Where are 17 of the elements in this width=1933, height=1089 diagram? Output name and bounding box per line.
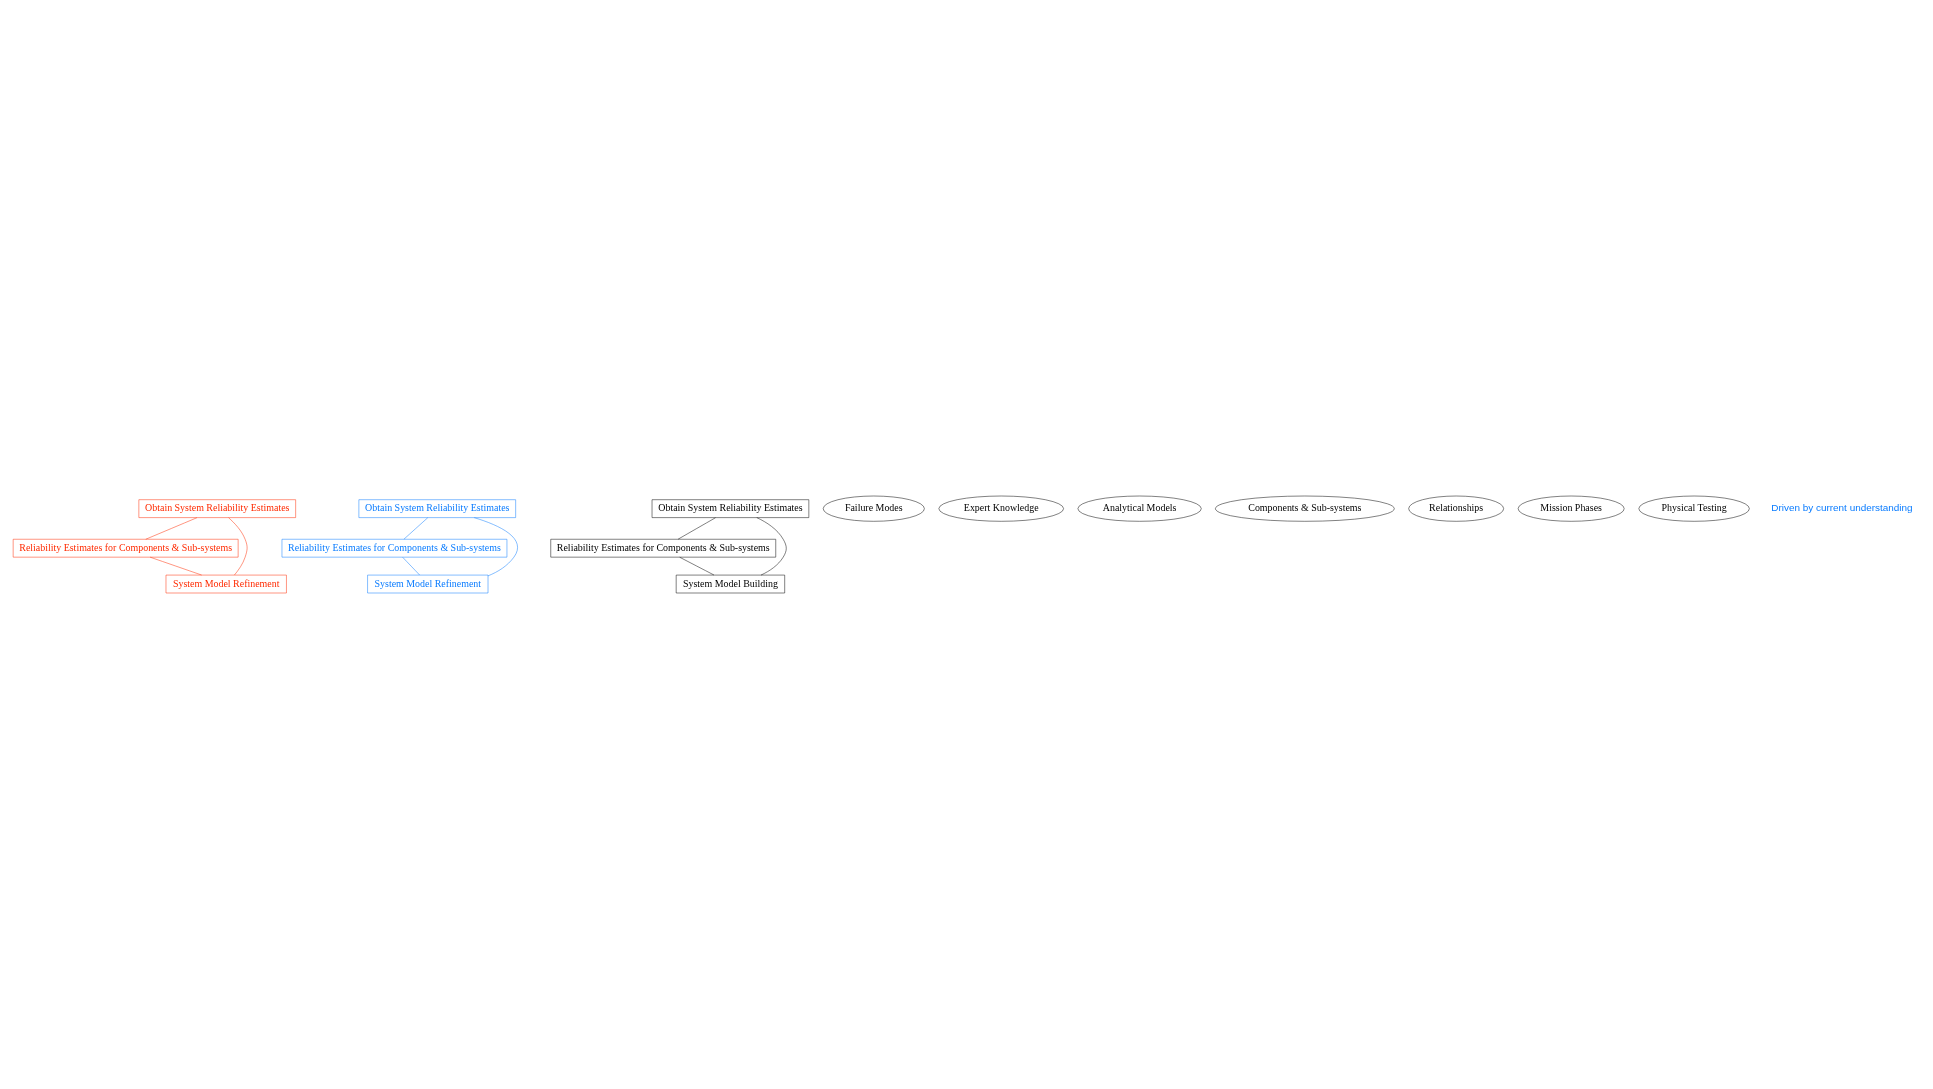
node-box: System Model Refinement <box>165 574 287 594</box>
node-ellipse: Components & Sub-systems <box>1215 495 1395 522</box>
node-ellipse: Analytical Models <box>1077 495 1202 522</box>
node-box: Obtain System Reliability Estimates <box>358 499 516 518</box>
node-box: Reliability Estimates for Components & Sub-systems <box>281 539 508 558</box>
node-ellipse: Relationships <box>1408 495 1504 522</box>
node-box: System Model Building <box>675 574 785 594</box>
node-box: Obtain System Reliability Estimates <box>138 499 296 518</box>
node-box: Obtain System Reliability Estimates <box>651 499 810 518</box>
node-ellipse: Failure Modes <box>822 495 925 522</box>
node-box: Reliability Estimates for Components & Sub-systems <box>550 539 776 558</box>
node-ellipse: Expert Knowledge <box>938 495 1064 522</box>
node-ellipse: Physical Testing <box>1638 495 1750 522</box>
node-ellipse: Mission Phases <box>1517 495 1625 522</box>
node-box: Reliability Estimates for Components & Sub-systems <box>12 539 239 558</box>
node-box: System Model Refinement <box>367 574 489 594</box>
label: Driven by current understanding <box>1771 502 1913 514</box>
